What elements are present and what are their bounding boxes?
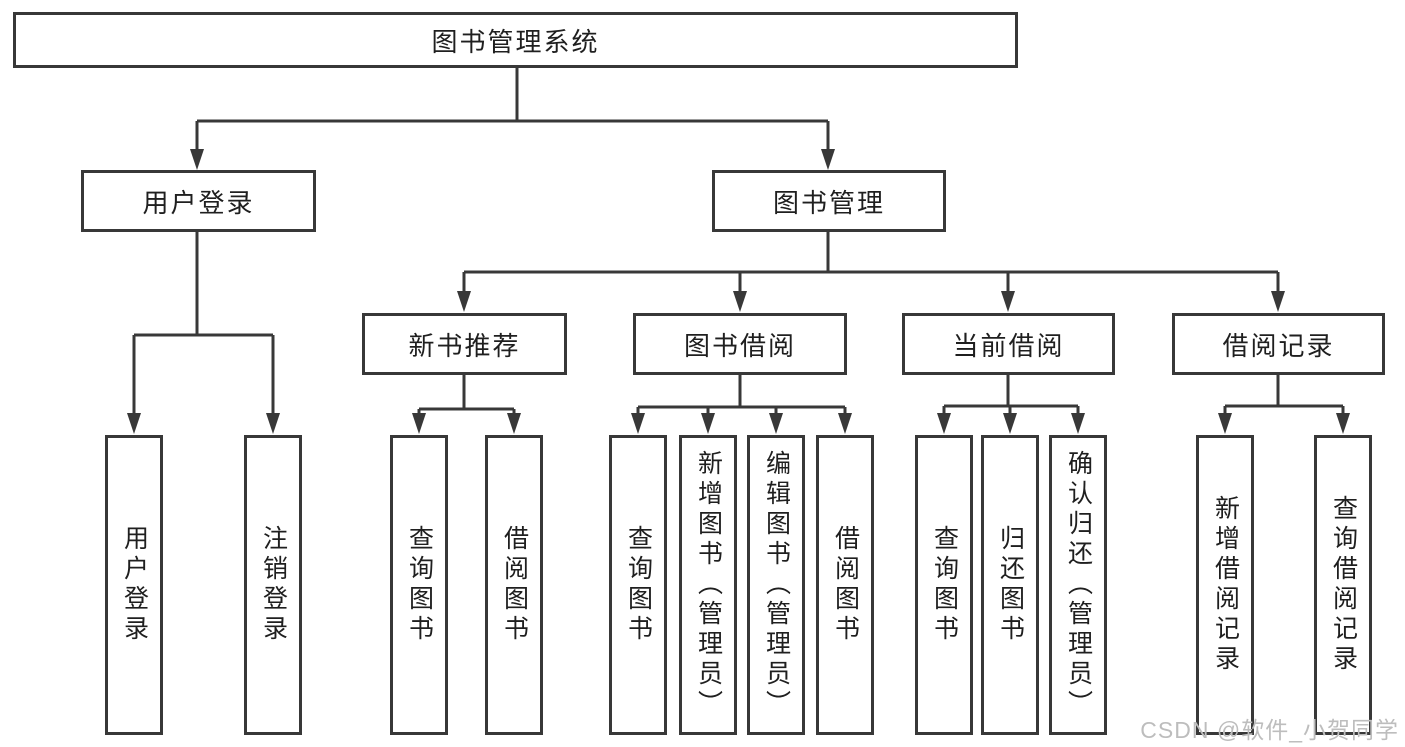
leaf-current-query-book: 查询图书 — [915, 435, 973, 735]
node-borrow-records: 借阅记录 — [1172, 313, 1385, 375]
arrowhead-icons — [127, 149, 1350, 434]
leaf-records-add-record: 新增借阅记录 — [1196, 435, 1254, 735]
leaf-newbook-query-book: 查询图书 — [390, 435, 448, 735]
leaf-logout: 注销登录 — [244, 435, 302, 735]
leaf-current-return-book: 归还图书 — [981, 435, 1039, 735]
node-new-book-recommend: 新书推荐 — [362, 313, 567, 375]
node-user-login: 用户登录 — [81, 170, 316, 232]
node-book-management: 图书管理 — [712, 170, 946, 232]
leaf-records-query-record: 查询借阅记录 — [1314, 435, 1372, 735]
csdn-watermark: CSDN @软件_小贺同学 — [1140, 717, 1399, 743]
node-root: 图书管理系统 — [13, 12, 1018, 68]
leaf-user-login: 用户登录 — [105, 435, 163, 735]
node-book-borrow: 图书借阅 — [633, 313, 847, 375]
leaf-borrow-borrow-book: 借阅图书 — [816, 435, 874, 735]
connector-stems — [132, 68, 1345, 418]
node-current-borrow: 当前借阅 — [902, 313, 1115, 375]
leaf-borrow-edit-book-admin: 编辑图书（管理员） — [747, 435, 805, 735]
leaf-borrow-query-book: 查询图书 — [609, 435, 667, 735]
leaf-newbook-borrow-book: 借阅图书 — [485, 435, 543, 735]
leaf-borrow-add-book-admin: 新增图书（管理员） — [679, 435, 737, 735]
leaf-current-confirm-return-admin: 确认归还（管理员） — [1049, 435, 1107, 735]
